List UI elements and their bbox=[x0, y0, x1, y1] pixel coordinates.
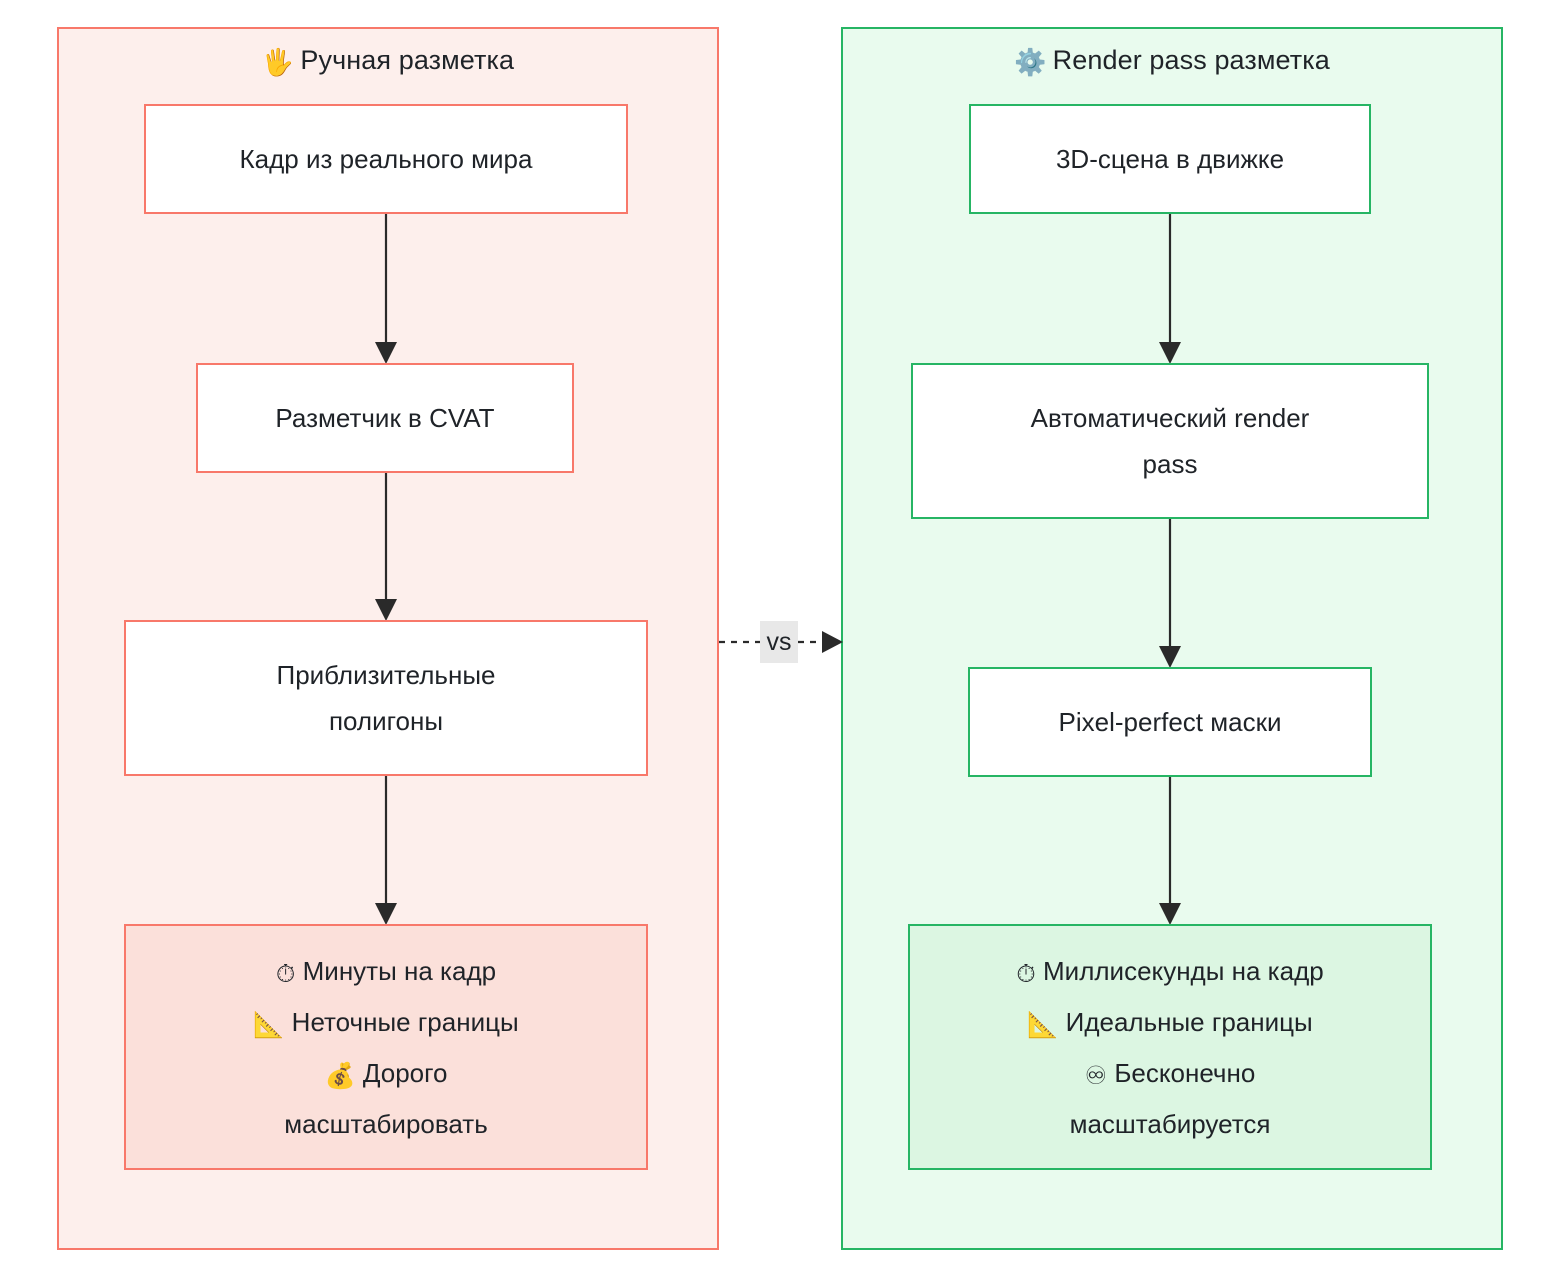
node-real-world-frame[interactable]: Кадр из реального мира bbox=[144, 104, 628, 214]
summary-line-minutes: ⏱ Минуты на кадр bbox=[253, 947, 518, 998]
subgraph-title-manual: 🖐Ручная разметка bbox=[59, 43, 717, 79]
node-3d-scene-in-engine-label: 3D-сцена в движке bbox=[1055, 144, 1285, 174]
node-automatic-render-pass-line1: Автоматический render bbox=[1030, 403, 1310, 433]
node-automatic-render-pass-line2: pass bbox=[1142, 449, 1198, 479]
stopwatch-icon: ⏱ bbox=[1016, 959, 1036, 988]
node-pixel-perfect-masks[interactable]: Pixel-perfect маски bbox=[968, 667, 1372, 777]
summary-line-expensive-cont: масштабировать bbox=[284, 1108, 488, 1139]
node-real-world-frame-label: Кадр из реального мира bbox=[239, 144, 533, 174]
summary-line-expensive-label: Дорого bbox=[362, 1057, 448, 1088]
infinity-icon: ♾ bbox=[1084, 1061, 1108, 1090]
subgraph-title-renderpass-label: Render pass разметка bbox=[1052, 45, 1330, 75]
summary-line-milliseconds-label: Миллисекунды на кадр bbox=[1043, 955, 1324, 986]
summary-line-perfect-borders-label: Идеальные границы bbox=[1065, 1006, 1313, 1037]
summary-line-infinite-scale-cont: масштабируется bbox=[1069, 1108, 1271, 1139]
node-renderpass-summary[interactable]: ⏱ Миллисекунды на кадр 📐 Идеальные грани… bbox=[908, 924, 1432, 1170]
stopwatch-icon: ⏱ bbox=[275, 959, 296, 988]
summary-line-minutes-label: Минуты на кадр bbox=[302, 955, 497, 986]
summary-line-expensive: 💰 Дорого bbox=[253, 1049, 518, 1100]
node-approximate-polygons-line1: Приблизительные bbox=[276, 660, 496, 690]
triangular-ruler-icon: 📐 bbox=[253, 1010, 285, 1039]
node-3d-scene-in-engine[interactable]: 3D-сцена в движке bbox=[969, 104, 1371, 214]
node-pixel-perfect-masks-label: Pixel-perfect маски bbox=[1058, 707, 1282, 737]
summary-line-inaccurate-borders: 📐 Неточные границы bbox=[253, 998, 518, 1049]
raised-hand-icon: 🖐 bbox=[261, 47, 295, 77]
triangular-ruler-icon: 📐 bbox=[1027, 1010, 1059, 1039]
subgraph-title-renderpass: ⚙️Render pass разметка bbox=[843, 43, 1501, 79]
summary-line-infinite-scale: ♾ Бесконечно bbox=[1016, 1049, 1323, 1100]
gear-icon: ⚙️ bbox=[1014, 47, 1047, 77]
summary-line-inaccurate-borders-label: Неточные границы bbox=[291, 1006, 519, 1037]
summary-line-infinite-scale-label: Бесконечно bbox=[1114, 1057, 1256, 1088]
node-approximate-polygons-line2: полигоны bbox=[328, 706, 444, 736]
summary-line-milliseconds: ⏱ Миллисекунды на кадр bbox=[1016, 947, 1323, 998]
node-approximate-polygons[interactable]: Приблизительные полигоны bbox=[124, 620, 648, 776]
edge-label-vs: vs bbox=[760, 621, 798, 663]
node-automatic-render-pass[interactable]: Автоматический render pass bbox=[911, 363, 1429, 519]
subgraph-title-manual-label: Ручная разметка bbox=[300, 45, 515, 75]
money-bag-icon: 💰 bbox=[324, 1061, 356, 1090]
node-manual-summary[interactable]: ⏱ Минуты на кадр 📐 Неточные границы 💰 До… bbox=[124, 924, 648, 1170]
summary-line-perfect-borders: 📐 Идеальные границы bbox=[1016, 998, 1323, 1049]
node-annotator-in-cvat[interactable]: Разметчик в CVAT bbox=[196, 363, 574, 473]
node-annotator-in-cvat-label: Разметчик в CVAT bbox=[275, 403, 495, 433]
